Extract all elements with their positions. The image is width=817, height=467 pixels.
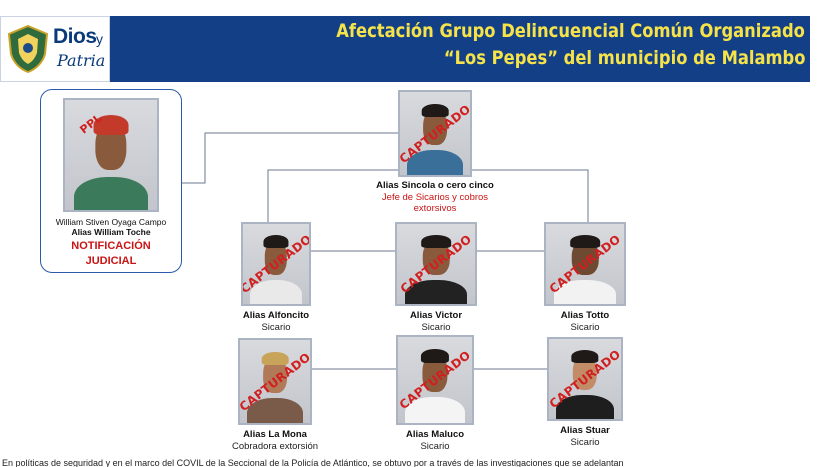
chief-person: CAPTURADO Alias Sincola o cero cinco Jef… bbox=[365, 90, 505, 214]
photo-hair bbox=[421, 103, 449, 117]
photo-body bbox=[556, 395, 614, 419]
notice-line2: JUDICIAL bbox=[85, 255, 137, 267]
person-row1-3: CAPTURADO Alias Totto Sicario bbox=[515, 222, 655, 333]
footer-text: En políticas de seguridad y en el marco … bbox=[2, 458, 624, 467]
person-role: Cobradora extorsión bbox=[231, 441, 319, 452]
person-role: Sicario bbox=[421, 322, 451, 333]
person-photo: CAPTURADO bbox=[547, 337, 623, 421]
leader-card: PPL William Stiven Oyaga Campo Alias Wil… bbox=[40, 89, 182, 273]
photo-body bbox=[404, 280, 468, 304]
photo-body bbox=[247, 398, 303, 423]
connector-right-branch bbox=[472, 169, 589, 222]
page-title-line1: Afectación Grupo Delincuencial Común Org… bbox=[336, 20, 805, 42]
chief-role: Jefe de Sicarios y cobros extorsivos bbox=[381, 192, 489, 214]
person-row1-2: CAPTURADO Alias Victor Sicario bbox=[366, 222, 506, 333]
photo-face bbox=[263, 356, 287, 394]
person-alias: Alias Alfoncito bbox=[242, 310, 310, 321]
person-alias: Alias Stuar bbox=[560, 425, 610, 436]
chief-alias: Alias Sincola o cero cinco bbox=[376, 180, 494, 191]
person-alias: Alias Victor bbox=[409, 310, 463, 321]
person-alias: Alias Totto bbox=[560, 310, 610, 321]
logo: Dios y Patria bbox=[0, 16, 110, 82]
photo-hair bbox=[421, 235, 451, 248]
person-row2-2: CAPTURADO Alias Maluco Sicario bbox=[365, 335, 505, 452]
leader-notice: NOTIFICACIÓN JUDICIAL bbox=[41, 239, 181, 269]
photo-body bbox=[249, 280, 303, 304]
header-banner bbox=[0, 16, 810, 82]
person-photo: CAPTURADO bbox=[395, 222, 477, 306]
notice-line1: NOTIFICACIÓN bbox=[71, 240, 151, 252]
connector-leader-chief bbox=[182, 132, 398, 184]
photo-face bbox=[264, 240, 288, 276]
photo-face bbox=[423, 108, 447, 146]
person-role: Sicario bbox=[570, 437, 600, 448]
photo-hair bbox=[261, 351, 289, 365]
page-title-line2: “Los Pepes” del municipio de Malambo bbox=[443, 47, 805, 69]
person-row2-3: CAPTURADO Alias Stuar Sicario bbox=[515, 337, 655, 448]
connector-left-branch bbox=[267, 169, 398, 222]
photo-hair bbox=[570, 235, 600, 248]
photo-body bbox=[553, 280, 617, 304]
leader-alias: Alias William Toche bbox=[71, 227, 151, 237]
photo-hair bbox=[420, 349, 450, 363]
person-role: Sicario bbox=[420, 441, 450, 452]
police-shield-icon bbox=[7, 24, 49, 74]
person-photo: CAPTURADO bbox=[544, 222, 626, 306]
photo-cap bbox=[93, 115, 129, 136]
photo-hair bbox=[263, 235, 289, 248]
photo-body bbox=[74, 177, 148, 210]
logo-text-y: y bbox=[96, 31, 103, 47]
photo-hair bbox=[571, 350, 599, 363]
chief-photo: CAPTURADO bbox=[398, 90, 472, 177]
photo-body bbox=[407, 150, 463, 175]
person-photo: CAPTURADO bbox=[241, 222, 311, 306]
person-row1-1: CAPTURADO Alias Alfoncito Sicario bbox=[206, 222, 346, 333]
logo-text-patria: Patria bbox=[57, 51, 106, 70]
leader-photo: PPL bbox=[63, 98, 159, 212]
person-alias: Alias La Mona bbox=[243, 429, 307, 440]
leader-full-name: William Stiven Oyaga Campo bbox=[55, 217, 167, 227]
logo-text-dios: Dios bbox=[53, 25, 97, 48]
person-role: Sicario bbox=[261, 322, 291, 333]
person-role: Sicario bbox=[570, 322, 600, 333]
person-alias: Alias Maluco bbox=[405, 429, 465, 440]
person-photo: CAPTURADO bbox=[238, 338, 312, 425]
person-row2-1: CAPTURADO Alias La Mona Cobradora extors… bbox=[205, 338, 345, 452]
photo-body bbox=[405, 397, 465, 423]
person-photo: CAPTURADO bbox=[396, 335, 474, 425]
